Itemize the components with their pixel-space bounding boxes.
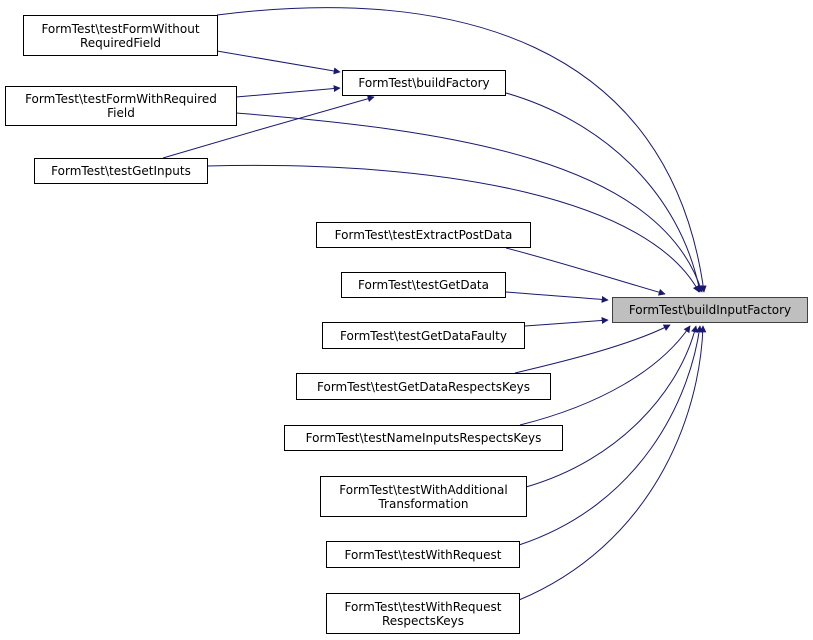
node-label: FormTest\testGetData [358,278,489,292]
node-testGetData[interactable]: FormTest\testGetData [341,272,506,298]
edge-testExtractPostData-to-buildInputFactory [505,247,666,296]
edge-testGetInputs-to-buildFactory [162,95,375,159]
node-label: FormTest\testExtractPostData [334,228,513,242]
edge-testFormWithoutRequiredField-to-buildInputFactory [216,7,707,293]
node-label: FormTest\testFormWithRequired Field [25,92,217,120]
node-testFormWithoutRequiredField[interactable]: FormTest\testFormWithout RequiredField [23,15,218,56]
node-label: FormTest\testNameInputsRespectsKeys [305,431,542,445]
edge-testWithAdditionalTransformation-to-buildInputFactory [525,325,698,488]
edge-testNameInputsRespectsKeys-to-buildInputFactory [519,325,691,426]
edge-testGetDataFaulty-to-buildInputFactory [524,316,609,327]
edge-testFormWithRequiredField-to-buildFactory [235,85,341,98]
edge-testWithRequest-to-buildInputFactory [518,325,703,546]
node-testExtractPostData[interactable]: FormTest\testExtractPostData [316,222,531,248]
edge-testGetDataRespectsKeys-to-buildInputFactory [514,324,671,374]
node-label: FormTest\buildFactory [358,76,490,90]
edge-testFormWithRequiredField-to-buildInputFactory [235,112,704,293]
node-buildInputFactory: FormTest\buildInputFactory [612,297,808,323]
node-testWithRequestRespectsKeys[interactable]: FormTest\testWithRequest RespectsKeys [326,593,520,634]
node-label: FormTest\testGetDataFaulty [340,328,507,343]
edge-testGetInputs-to-buildInputFactory [206,164,700,293]
node-label: FormTest\testFormWithout RequiredField [41,21,200,50]
node-testNameInputsRespectsKeys[interactable]: FormTest\testNameInputsRespectsKeys [284,425,563,451]
node-testWithRequest[interactable]: FormTest\testWithRequest [326,541,520,568]
node-label: FormTest\testGetInputs [51,164,191,178]
edge-testFormWithoutRequiredField-to-buildFactory [216,50,341,75]
node-label: FormTest\testWithAdditional Transformati… [339,482,508,511]
edge-testWithRequestRespectsKeys-to-buildInputFactory [518,325,707,601]
node-buildFactory[interactable]: FormTest\buildFactory [342,70,506,96]
node-testGetInputs[interactable]: FormTest\testGetInputs [34,158,208,184]
node-label: FormTest\buildInputFactory [628,303,792,317]
node-testFormWithRequiredField[interactable]: FormTest\testFormWithRequired Field [5,86,237,126]
node-label: FormTest\testWithRequest RespectsKeys [344,599,502,628]
node-testGetDataRespectsKeys[interactable]: FormTest\testGetDataRespectsKeys [296,373,551,400]
node-testGetDataFaulty[interactable]: FormTest\testGetDataFaulty [322,322,525,349]
node-label: FormTest\testGetDataRespectsKeys [317,379,530,394]
edge-testGetData-to-buildInputFactory [505,291,609,303]
edge-buildFactory-to-buildInputFactory [505,92,703,293]
node-testWithAdditionalTransformation[interactable]: FormTest\testWithAdditional Transformati… [320,476,527,517]
node-label: FormTest\testWithRequest [344,547,502,562]
